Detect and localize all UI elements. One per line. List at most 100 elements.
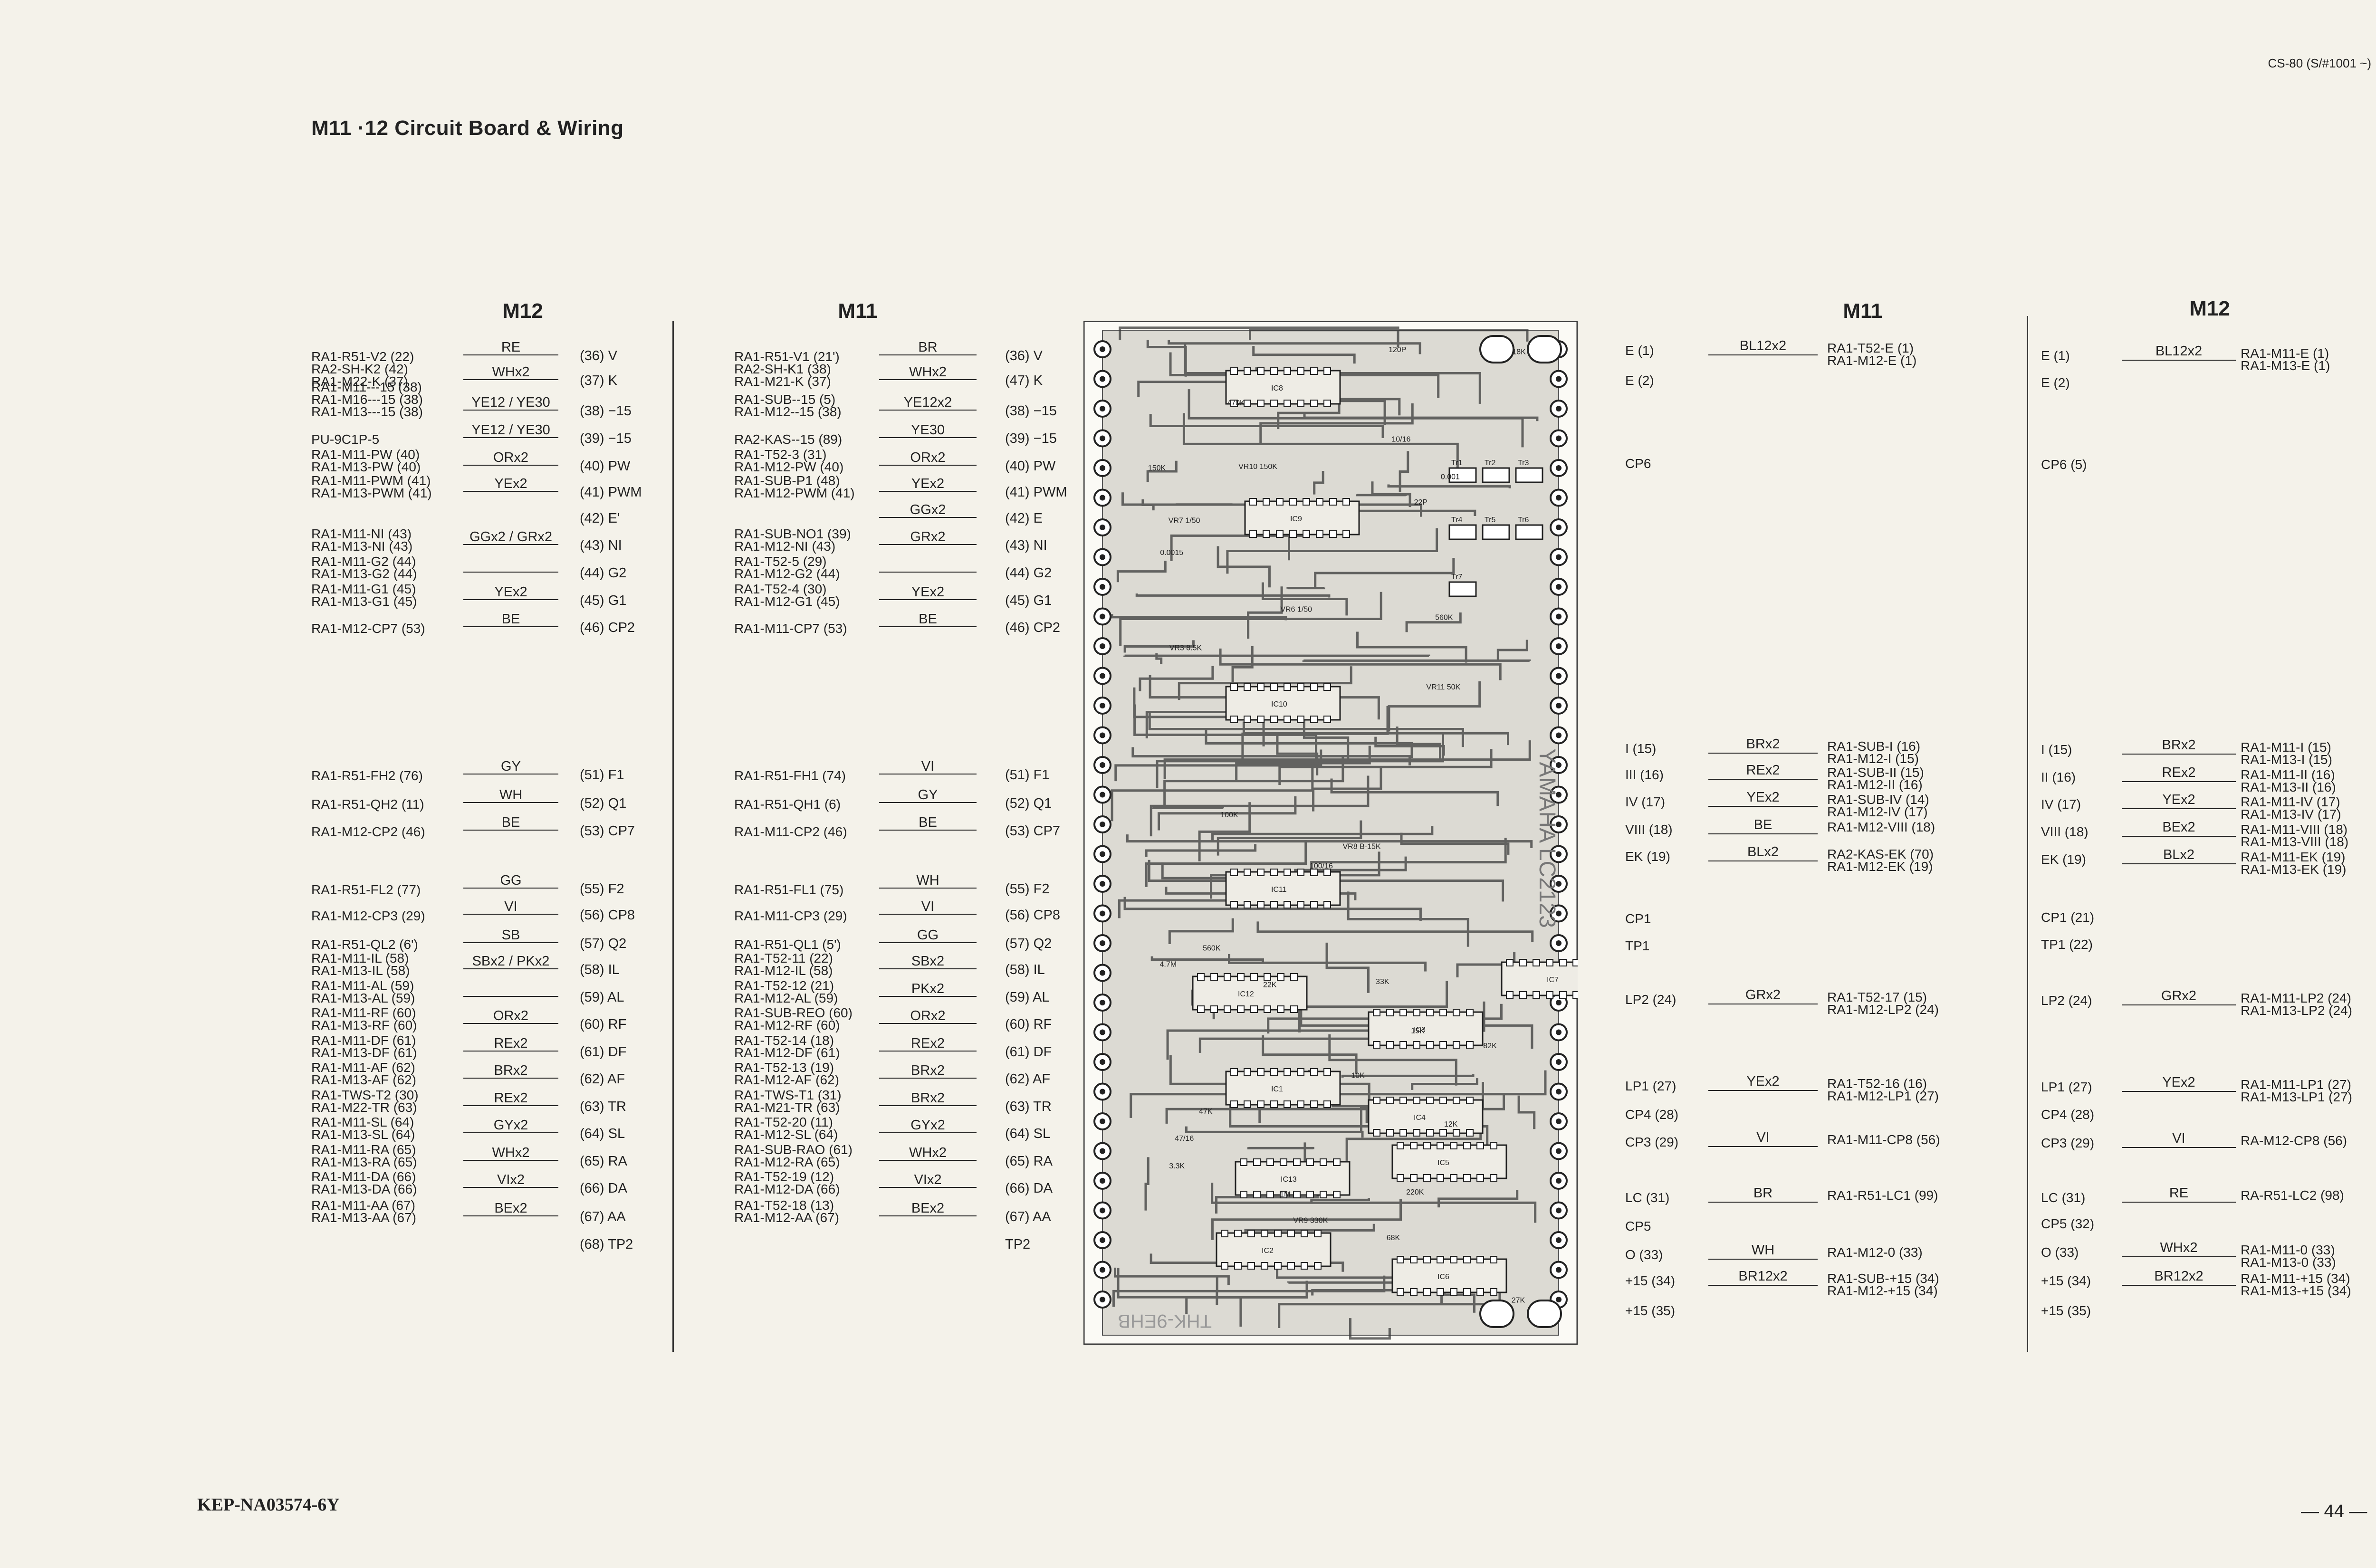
wire-sources: RA2-KAS--15 (89) bbox=[734, 433, 934, 446]
wire-color-code: YEx2 bbox=[911, 476, 945, 491]
wire-line bbox=[463, 1160, 558, 1161]
wire-terminal: (47) K bbox=[1005, 373, 1043, 388]
ic-package bbox=[1225, 1071, 1341, 1106]
ic-pin bbox=[1466, 1129, 1474, 1137]
wire-source: RA1-R51-QH1 (6) bbox=[734, 797, 841, 812]
ic-pin bbox=[1270, 400, 1278, 407]
ic-pin bbox=[1234, 1230, 1242, 1237]
wire-source: RA1-M12-G1 (45) bbox=[734, 594, 840, 609]
wire-color-code: ORx2 bbox=[493, 450, 529, 465]
wire-source: RA1-R51-QL1 (5') bbox=[734, 937, 841, 952]
ic-pin bbox=[1519, 959, 1527, 966]
copper-trace bbox=[1146, 460, 1178, 482]
wire-color-code: REx2 bbox=[911, 1036, 945, 1051]
wire-source: RA1-R51-FL2 (77) bbox=[311, 882, 421, 897]
wire-destinations: RA1-M11-LP1 (27)RA1-M13-LP1 (27) bbox=[2241, 1078, 2352, 1104]
ic-package bbox=[1391, 1144, 1507, 1179]
wire-terminal: CP1 (21) bbox=[2041, 910, 2095, 925]
wire-terminal: EK (19) bbox=[2041, 852, 2086, 867]
ic-pin bbox=[1301, 1262, 1308, 1270]
copper-trace bbox=[1400, 832, 1510, 855]
ic-pin bbox=[1314, 1230, 1322, 1237]
wire-destination: RA1-M13-+15 (34) bbox=[2241, 1283, 2351, 1298]
component-value-label: VR3 8.5K bbox=[1169, 644, 1202, 652]
wire-source: RA1-R51-V2 (22) bbox=[311, 349, 414, 364]
wire-sources: RA1-M11-AF (62)RA1-M13-AF (62) bbox=[311, 1061, 511, 1087]
transistor bbox=[1482, 467, 1510, 483]
ic-pin bbox=[1450, 1174, 1457, 1182]
wire-source: RA2-KAS--15 (89) bbox=[734, 432, 843, 447]
wire-terminal: LC (31) bbox=[1625, 1190, 1670, 1205]
wire-terminal: I (15) bbox=[1625, 741, 1657, 756]
ic-pin bbox=[1197, 973, 1205, 981]
wire-terminal: (67) AA bbox=[1005, 1209, 1051, 1224]
copper-trace bbox=[1249, 329, 1529, 342]
ic-pin bbox=[1466, 1097, 1474, 1104]
wire-terminal: (60) RF bbox=[1005, 1017, 1052, 1032]
copper-trace bbox=[1144, 1157, 1150, 1211]
ic-pin bbox=[1240, 1158, 1247, 1166]
edge-pad-hole bbox=[1556, 1207, 1562, 1214]
ic-pin bbox=[1450, 1142, 1457, 1149]
wire-color-code: GYx2 bbox=[493, 1118, 528, 1133]
wire-row: RA1-T52-18 (13)RA1-M12-AA (67)BEx2(67) A… bbox=[734, 1199, 1162, 1226]
wire-row: RA1-T52-5 (29)RA1-M12-G2 (44)(44) G2 bbox=[734, 555, 1162, 582]
wire-line bbox=[879, 599, 977, 600]
wire-terminal: E (1) bbox=[1625, 343, 1654, 358]
wire-destination: RA-M12-CP8 (56) bbox=[2241, 1133, 2347, 1148]
edge-pad-hole bbox=[1100, 346, 1105, 352]
edge-pad-hole bbox=[1556, 406, 1562, 411]
wire-source: RA1-M16---15 (38) bbox=[311, 392, 423, 407]
ic-pin bbox=[1303, 498, 1310, 506]
ic-pin bbox=[1463, 1174, 1471, 1182]
ic-pin bbox=[1310, 400, 1318, 407]
wire-terminal: CP3 (29) bbox=[2041, 1136, 2095, 1150]
wire-color-code: ORx2 bbox=[493, 1008, 529, 1023]
wire-terminal: (66) DA bbox=[1005, 1181, 1053, 1196]
wire-destination: RA1-M12-IV (17) bbox=[1827, 804, 1928, 819]
wire-destinations: RA1-M11-IV (17)RA1-M13-IV (17) bbox=[2241, 795, 2341, 821]
wire-color-code: BL12x2 bbox=[1739, 338, 1787, 354]
wire-source: RA1-M12-DF (61) bbox=[734, 1045, 840, 1060]
wire-row: RA1-T52-12 (21)RA1-M12-AL (59)PKx2(59) A… bbox=[734, 979, 1162, 1006]
wire-sources: RA1-SUB-RAO (61)RA1-M12-RA (65) bbox=[734, 1143, 934, 1169]
ic-pin bbox=[1230, 1100, 1238, 1108]
copper-trace bbox=[1185, 1126, 1364, 1138]
ic-pin bbox=[1342, 498, 1350, 506]
copper-trace bbox=[1148, 711, 1464, 747]
edge-pad-hole bbox=[1556, 554, 1562, 560]
wire-source: RA1-M13-DF (61) bbox=[311, 1045, 417, 1060]
ic-label: IC3 bbox=[1414, 1026, 1426, 1034]
wire-line bbox=[2122, 754, 2236, 755]
ic-pin bbox=[1463, 1288, 1471, 1296]
copper-trace bbox=[1371, 481, 1411, 507]
ic-pin bbox=[1230, 367, 1238, 375]
wire-terminal: TP1 (22) bbox=[2041, 937, 2093, 952]
wire-color-code: BE bbox=[1753, 817, 1772, 832]
ic-pin bbox=[1399, 1129, 1407, 1137]
wire-destination: RA1-M12-EK (19) bbox=[1827, 859, 1933, 874]
wire-source: RA1-T52-14 (18) bbox=[734, 1033, 834, 1048]
wire-destination: RA1-M11-EK (19) bbox=[2241, 850, 2346, 864]
ic-pin bbox=[1244, 869, 1251, 876]
wire-terminal: (62) AF bbox=[1005, 1071, 1051, 1087]
wire-sources: RA1-M11-RF (60)RA1-M13-RF (60) bbox=[311, 1006, 511, 1032]
wire-destinations: RA1-M11-0 (33)RA1-M13-0 (33) bbox=[2241, 1243, 2336, 1269]
wire-destinations: RA-M12-CP8 (56) bbox=[2241, 1133, 2347, 1148]
wire-color-code: VI bbox=[1756, 1130, 1770, 1145]
ic-pin bbox=[1386, 1129, 1394, 1137]
wire-terminal: (57) Q2 bbox=[580, 936, 627, 951]
ic-pin bbox=[1450, 1256, 1457, 1263]
ic-pin bbox=[1274, 1230, 1282, 1237]
wire-row: RA1-M12-CP7 (53)BE(46) CP2 bbox=[311, 612, 739, 637]
wire-line bbox=[879, 1023, 977, 1024]
ic-pin bbox=[1280, 1158, 1287, 1166]
ic-pin bbox=[1303, 530, 1310, 538]
wire-destinations: RA1-SUB-+15 (34)RA1-M12-+15 (34) bbox=[1827, 1272, 1939, 1298]
wire-source: RA1-M11-SL (64) bbox=[311, 1115, 414, 1129]
